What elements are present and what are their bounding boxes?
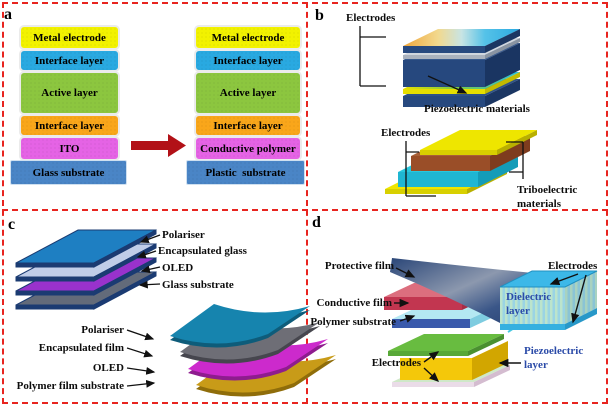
layer-interface-top-flex: Interface layer xyxy=(194,49,302,72)
conductive-film-label: Conductive film xyxy=(316,297,392,309)
flex-encapsulated-film-label: Encapsulated film xyxy=(38,342,124,354)
piezo-layer-device-illustration xyxy=(388,334,510,387)
piezo-layer-annotation-arrows xyxy=(423,351,521,382)
flexible-stack-annotation-arrows xyxy=(126,329,156,388)
layer-interface-bottom-flex: Interface layer xyxy=(194,114,302,137)
protective-film-label: Protective film xyxy=(324,260,394,272)
piezo-layer-name-line1: Piezoelectric xyxy=(524,345,584,357)
layer-interface-top: Interface layer xyxy=(19,49,120,72)
flex-polariser-label: Polariser xyxy=(81,324,124,336)
layer-glass-substrate: Glass substrate xyxy=(10,160,127,185)
piezo-device-electrodes-label: Electrodes xyxy=(371,357,421,369)
dielectric-device-illustration xyxy=(499,270,598,330)
panel-divider-vertical xyxy=(306,2,308,404)
panel-c-letter: c xyxy=(8,216,16,233)
piezo-layer-name-line2: layer xyxy=(524,359,548,371)
rigid-oled-label: OLED xyxy=(162,262,194,274)
layer-conductive-polymer: Conductive polymer xyxy=(194,136,302,161)
layer-interface-bottom: Interface layer xyxy=(19,114,120,137)
panel-divider-horizontal xyxy=(2,209,608,211)
rigid-stack-annotation-arrows xyxy=(136,234,161,289)
tribo-electrodes-bracket xyxy=(405,141,436,197)
layer-ito: ITO xyxy=(19,136,120,161)
rigid-encapsulated-glass-label: Encapsulated glass xyxy=(158,245,247,257)
piezo-material-annotation-arrow xyxy=(427,75,468,94)
panel-a-letter: a xyxy=(4,6,12,23)
tribo-material-label-line1: Triboelectric xyxy=(517,184,578,196)
piezoelectric-device-illustration xyxy=(403,29,520,107)
piezo-material-label: Piezoelectric materials xyxy=(424,103,530,115)
layer-metal-electrode-flex: Metal electrode xyxy=(194,25,302,50)
tribo-electrodes-label: Electrodes xyxy=(381,127,431,139)
layer-plastic-substrate: Plastic substrate xyxy=(186,160,305,185)
piezo-electrodes-label: Electrodes xyxy=(346,12,396,24)
panel-b-letter: b xyxy=(315,7,324,24)
dielectric-annotation-arrows xyxy=(549,273,587,324)
layer-active: Active layer xyxy=(19,71,120,115)
tribo-material-bracket xyxy=(506,141,524,179)
rigid-oled-stack-illustration xyxy=(15,229,157,310)
dielectric-layer-name-line2: layer xyxy=(506,305,530,317)
rigid-glass-substrate-label: Glass substrate xyxy=(162,279,234,291)
layer-active-flex: Active layer xyxy=(194,71,302,115)
piezo-electrodes-bracket xyxy=(359,26,386,87)
flex-polymer-film-substrate-label: Polymer film substrate xyxy=(16,380,124,392)
flexible-oled-stack-illustration xyxy=(170,304,336,397)
flexible-device-annotation-arrows xyxy=(394,267,416,323)
panel-a-transition-arrow xyxy=(131,134,186,157)
layer-metal-electrode: Metal electrode xyxy=(19,25,120,50)
dielectric-layer-name-line1: Dielectric xyxy=(506,291,552,303)
panel-d-letter: d xyxy=(312,214,321,231)
rigid-polariser-label: Polariser xyxy=(162,229,205,241)
flex-oled-label: OLED xyxy=(92,362,124,374)
tribo-material-label-line2: materials xyxy=(517,198,561,210)
dielectric-electrodes-label: Electrodes xyxy=(548,260,598,272)
polymer-substrate-label: Polymer substrate xyxy=(310,316,396,328)
